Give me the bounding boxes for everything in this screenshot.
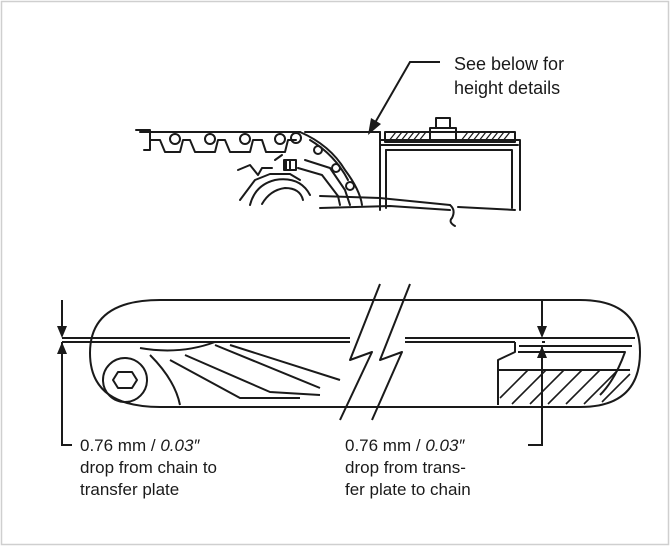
height-detail-illustration <box>62 283 641 421</box>
left-value-metric: 0.76 mm / <box>80 436 161 455</box>
left-dimension-line2: drop from chain to <box>80 458 218 477</box>
left-dimension-label: 0.76 mm / 0.03″ drop from chain to trans… <box>80 435 217 501</box>
top-callout-leader <box>368 61 440 135</box>
right-dimension-marker <box>528 300 547 446</box>
top-callout-label: See below for height details <box>454 52 564 100</box>
right-dimension-label: 0.76 mm / 0.03″ drop from trans- fer pla… <box>345 435 471 501</box>
right-dimension-line3: fer plate to chain <box>345 480 471 499</box>
top-plate-hatching <box>387 131 511 143</box>
left-value-imperial: 0.03″ <box>160 436 200 455</box>
right-value-imperial: 0.03″ <box>425 436 465 455</box>
top-callout-line1: See below for <box>454 54 565 74</box>
conveyor-side-illustration <box>135 117 521 227</box>
sprocket-chain-wrap <box>297 131 363 206</box>
sprocket-hub <box>237 154 311 206</box>
left-dimension-line3: transfer plate <box>80 480 180 499</box>
left-dimension-value: 0.76 mm / 0.03″ <box>80 435 217 457</box>
chain-modules <box>149 132 302 153</box>
right-value-metric: 0.76 mm / <box>345 436 426 455</box>
right-dimension-value: 0.76 mm / 0.03″ <box>345 435 471 457</box>
transfer-plate-hatching <box>499 369 631 405</box>
left-dimension-marker <box>57 300 72 446</box>
top-callout-line2: height details <box>454 78 561 98</box>
right-dimension-line2: drop from trans- <box>345 458 466 477</box>
